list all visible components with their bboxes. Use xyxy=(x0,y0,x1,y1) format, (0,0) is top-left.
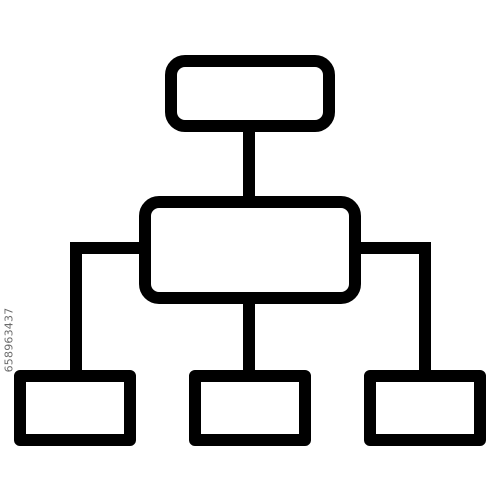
connector-middle-to-left-child xyxy=(70,242,145,376)
connector-middle-to-right-child xyxy=(355,242,431,376)
child-node-box-right xyxy=(364,370,486,446)
middle-node-box xyxy=(139,196,361,304)
child-node-box-left xyxy=(14,370,136,446)
root-node-box xyxy=(165,55,335,132)
child-node-box-center xyxy=(189,370,311,446)
